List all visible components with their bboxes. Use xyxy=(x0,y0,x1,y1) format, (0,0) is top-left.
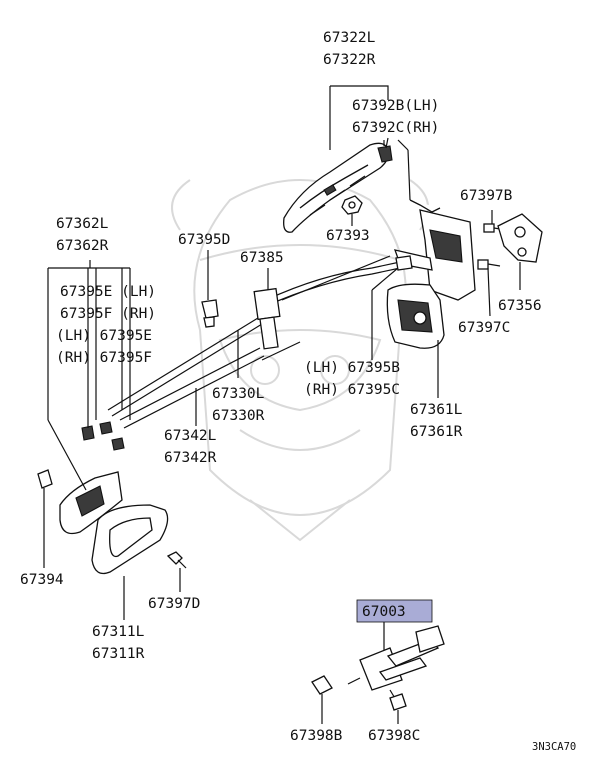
clip-67394 xyxy=(37,469,53,489)
label-67392C: 67392C(RH) xyxy=(352,120,439,136)
leader-lines xyxy=(43,85,521,724)
label-67395E-left: (LH) 67395E xyxy=(56,328,152,344)
label-67395F-left: (RH) 67395F xyxy=(56,350,152,366)
clip-67395D xyxy=(201,299,219,328)
label-67330R: 67330R xyxy=(212,408,265,424)
label-67322R: 67322R xyxy=(323,52,376,68)
label-67397C: 67397C xyxy=(458,320,510,336)
label-67342R: 67342R xyxy=(164,450,217,466)
part-labels: 67322L 67322R 67392B(LH) 67392C(RH) 6739… xyxy=(20,30,576,753)
striker-67356 xyxy=(497,213,543,263)
label-67395E-lh: 67395E (LH) xyxy=(60,284,156,300)
label-67395D: 67395D xyxy=(178,232,230,248)
label-67311R: 67311R xyxy=(92,646,145,662)
label-67385: 67385 xyxy=(240,250,284,266)
diagram-code: 3N3CA70 xyxy=(532,741,576,753)
label-67397D: 67397D xyxy=(148,596,200,612)
highlight-box-67003 xyxy=(356,599,433,623)
label-67361L: 67361L xyxy=(410,402,463,418)
label-67361R: 67361R xyxy=(410,424,463,440)
label-67397B: 67397B xyxy=(460,188,513,204)
bolt-67398C xyxy=(389,693,407,711)
rods-cables xyxy=(107,255,401,429)
door-check-67003 xyxy=(347,625,445,701)
nut-67393 xyxy=(341,195,363,215)
label-67330L: 67330L xyxy=(212,386,265,402)
label-67311L: 67311L xyxy=(92,624,145,640)
inside-handle-67311 xyxy=(91,504,169,575)
label-67362R: 67362R xyxy=(56,238,109,254)
label-67003: 67003 xyxy=(362,604,406,620)
label-67395F-rh: 67395F (RH) xyxy=(60,306,156,322)
label-67398B: 67398B xyxy=(290,728,343,744)
label-67362L: 67362L xyxy=(56,216,109,232)
label-67395C: (RH) 67395C xyxy=(304,382,400,398)
label-67322L: 67322L xyxy=(323,30,376,46)
clips-67395EF xyxy=(81,421,125,451)
cable-clamp-67385 xyxy=(253,287,281,350)
bolt-67398B xyxy=(311,675,333,695)
screw-67397C xyxy=(477,259,501,270)
clip-67395BC xyxy=(395,255,413,271)
handle-bracket-67362 xyxy=(59,471,123,535)
outside-handle-67322 xyxy=(283,142,389,233)
label-67394: 67394 xyxy=(20,572,64,588)
label-67342L: 67342L xyxy=(164,428,217,444)
label-67393: 67393 xyxy=(326,228,370,244)
label-67395B: (LH) 67395B xyxy=(304,360,400,376)
screw-67397D xyxy=(166,551,187,569)
label-67392B: 67392B(LH) xyxy=(352,98,439,114)
latch-assembly-67361 xyxy=(386,139,476,349)
label-67356: 67356 xyxy=(498,298,542,314)
label-67398C: 67398C xyxy=(368,728,420,744)
